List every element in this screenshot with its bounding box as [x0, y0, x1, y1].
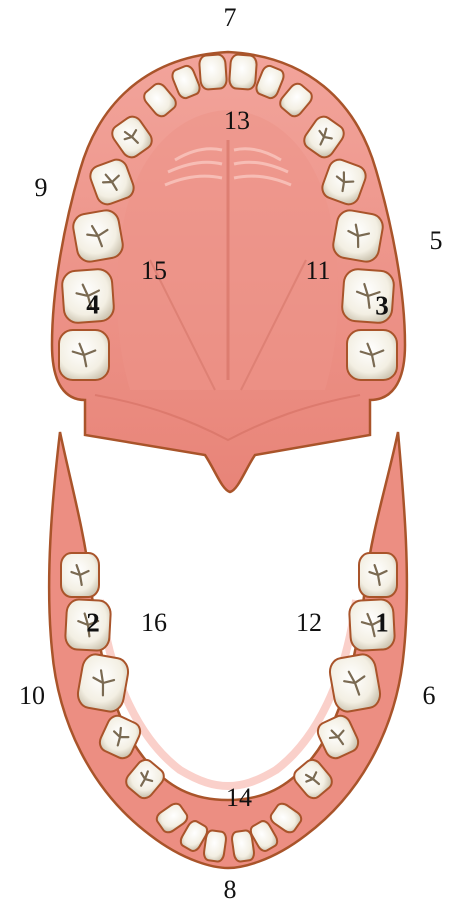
label-1: 1	[375, 610, 389, 637]
upper-tooth-front	[199, 54, 227, 90]
label-9: 9	[35, 175, 48, 201]
label-10: 10	[19, 683, 45, 709]
label-13: 13	[224, 108, 250, 134]
label-6: 6	[423, 683, 436, 709]
upper-tooth-front	[229, 54, 257, 90]
label-3: 3	[375, 293, 389, 320]
upper-molar-right	[347, 330, 397, 380]
label-5: 5	[430, 228, 443, 254]
lower-tooth-front	[203, 830, 227, 862]
lower-molar-left	[61, 553, 99, 597]
lower-molar-left	[76, 652, 131, 713]
label-16: 16	[141, 610, 167, 636]
label-15: 15	[141, 258, 167, 284]
label-7: 7	[224, 5, 237, 31]
lower-molar-right	[328, 652, 383, 713]
label-14: 14	[226, 785, 252, 811]
upper-molar-left	[71, 208, 125, 263]
lower-tooth-front	[231, 830, 255, 862]
label-2: 2	[86, 610, 100, 637]
upper-molar-left	[59, 330, 109, 380]
label-8: 8	[224, 877, 237, 903]
label-4: 4	[86, 292, 100, 319]
label-12: 12	[296, 610, 322, 636]
label-11: 11	[305, 258, 330, 284]
upper-molar-right	[331, 208, 385, 263]
lower-molar-right	[359, 553, 397, 597]
